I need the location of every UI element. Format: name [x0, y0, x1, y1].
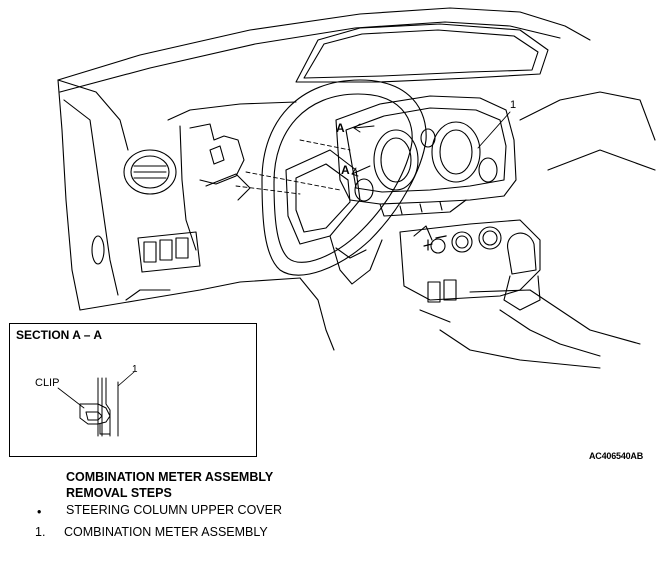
section-view-drawing	[57, 371, 135, 437]
section-view-inset: SECTION A – A CLIP 1	[9, 323, 257, 457]
step-text: STEERING COLUMN UPPER COVER	[66, 503, 283, 517]
step-text: COMBINATION METER ASSEMBLY	[64, 525, 268, 539]
tachometer	[431, 121, 481, 183]
step-marker-bullet: •	[37, 505, 42, 519]
clip-shape	[79, 403, 111, 425]
defroster-vent	[295, 23, 549, 83]
step-marker-number: 1.	[35, 525, 46, 539]
callout-1-label: 1	[510, 99, 517, 111]
cluster-hood	[335, 95, 517, 205]
small-gauge-right	[478, 157, 498, 183]
section-part-number: 1	[132, 364, 138, 375]
left-switch-panel	[137, 231, 201, 273]
procedure-subtitle: REMOVAL STEPS	[66, 486, 172, 500]
dash-top-inner	[59, 21, 561, 93]
dashboard-illustration	[57, 7, 656, 369]
panel-wall	[97, 377, 103, 437]
figure-code: AC406540AB	[589, 451, 644, 461]
gear-shift	[507, 232, 537, 275]
steering-hub	[285, 149, 361, 245]
part-1-leader	[117, 371, 135, 387]
section-a-label-top: A	[336, 121, 345, 135]
center-console	[399, 219, 541, 301]
screw	[423, 239, 433, 251]
clip-label: CLIP	[35, 377, 60, 389]
steering-column	[329, 235, 383, 285]
connector	[189, 123, 245, 185]
assembly-dashed-line	[245, 171, 341, 191]
callout-1-leader	[477, 111, 511, 149]
section-arrow-top	[353, 125, 375, 129]
small-gauge-left	[354, 178, 374, 202]
dash-left-panel	[57, 79, 81, 311]
section-a-label-bottom: A	[341, 163, 350, 177]
procedure-title: COMBINATION METER ASSEMBLY	[66, 470, 274, 484]
section-view-title: SECTION A – A	[16, 328, 103, 342]
section-arrow-bottom	[351, 165, 371, 175]
left-vent	[123, 149, 177, 195]
clip-leader	[57, 387, 85, 409]
dash-top-edge	[57, 7, 591, 81]
speedometer	[373, 129, 419, 191]
